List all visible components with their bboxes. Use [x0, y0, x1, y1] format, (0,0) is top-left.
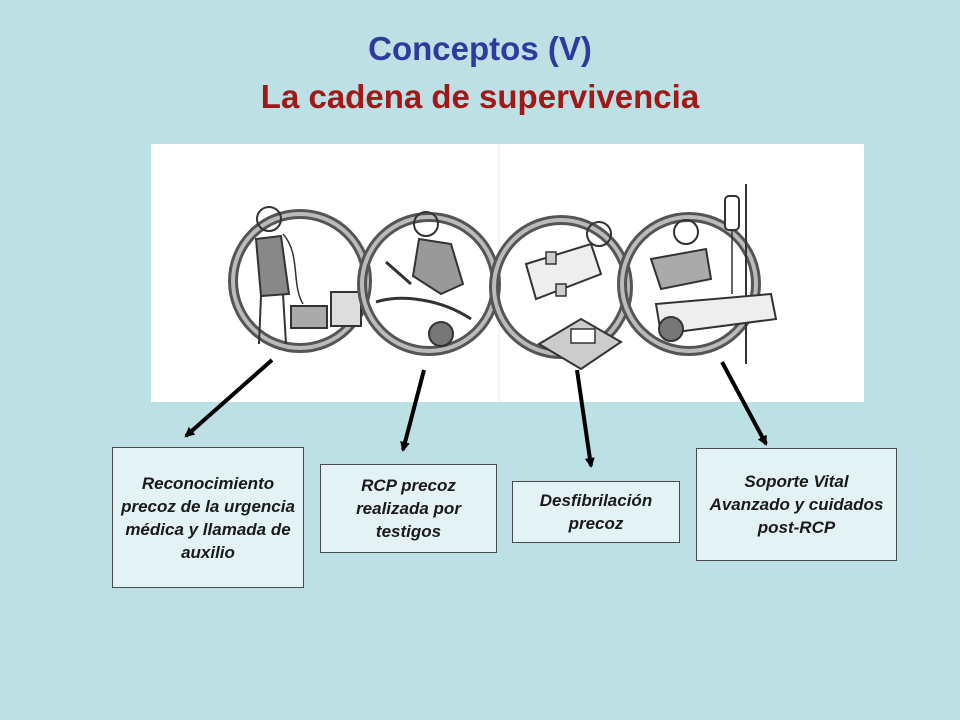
arrow-4 [720, 361, 768, 446]
link-box-bystander-cpr: RCP precoz realizada por testigos [320, 464, 497, 553]
arrow-2 [400, 369, 426, 452]
link-label: Desfibrilación precoz [539, 491, 653, 533]
advanced-care-icon [617, 184, 778, 364]
link-label: RCP precoz realizada por testigos [356, 476, 461, 541]
phone-call-icon [228, 206, 372, 353]
title-line-2: La cadena de supervivencia [260, 78, 700, 115]
link-label: Reconocimiento precoz de la urgencia méd… [121, 473, 295, 562]
link-box-defibrillation: Desfibrilación precoz [512, 481, 680, 543]
title-line-1: Conceptos (V) [368, 30, 592, 67]
chain-rings [228, 144, 778, 402]
link-label: Soporte Vital Avanzado y cuidados post-R… [709, 472, 884, 537]
link-box-advanced-support: Soporte Vital Avanzado y cuidados post-R… [696, 448, 897, 561]
arrow-3 [575, 369, 595, 468]
arrow-1 [184, 358, 274, 438]
defibrillator-icon [489, 215, 633, 371]
chain-of-survival-illustration [151, 144, 864, 402]
link-box-recognition: Reconocimiento precoz de la urgencia méd… [112, 447, 304, 588]
